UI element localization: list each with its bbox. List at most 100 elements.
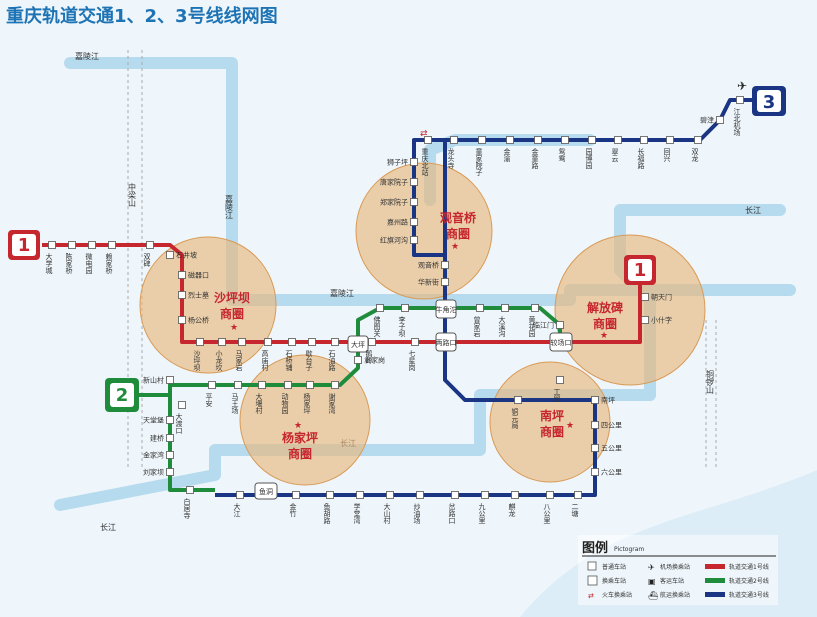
station-label: 李子坝: [398, 315, 406, 338]
station-label: 天堂堡: [143, 416, 164, 425]
circle-label-guanyinqiao-2: 商圈: [446, 226, 470, 241]
station-label: 石油路: [328, 350, 336, 372]
station-label: 大渡口: [175, 412, 183, 434]
legend-ship-icon: ⛴: [648, 591, 658, 600]
station-label: 唐家院子: [380, 178, 408, 187]
station-label: 大江: [233, 502, 241, 518]
station-marker: [506, 136, 514, 144]
legend-line3-swatch: [705, 592, 725, 597]
legend-item-bus: 客运车站: [660, 577, 684, 585]
station-label: 小什字: [651, 316, 672, 325]
legend: 图例 Pictogram 普通车站 换乘车站 ⇄ 火车换乘站 ✈ 机场换乘站 ▣…: [578, 535, 778, 605]
station-label: 陈家桥: [65, 252, 73, 275]
line3-badge: 3: [752, 86, 786, 116]
station-label: 岔路口: [448, 502, 456, 524]
transfer-niujiaotuo: [435, 299, 457, 319]
legend-airplane-icon: ✈: [648, 563, 655, 572]
station-marker: [108, 241, 116, 249]
station-marker: [178, 291, 186, 299]
circle-label-jiefangbei-2: 商圈: [593, 316, 617, 331]
station-label: 金童路: [531, 147, 539, 170]
station-label: 郑家院子: [380, 198, 408, 207]
station-label: 八公里: [543, 503, 551, 524]
station-label: 麒龙: [508, 502, 516, 518]
station-label: 小龙坎: [215, 349, 223, 372]
station-markers: 大学城陈家桥微电园赖家桥双碑石井坡磁器口烈士墓杨公桥沙坪坝小龙坎马家岩高庙村石桥…: [45, 96, 744, 525]
station-marker: [441, 278, 449, 286]
line3-badge-text: 3: [763, 92, 776, 113]
station-label: 石桥铺: [285, 350, 293, 372]
station-marker: [591, 396, 599, 404]
station-marker: [534, 136, 542, 144]
line1-badge-text: 1: [18, 235, 31, 256]
station-label: 狮子坪: [387, 159, 408, 167]
station-label: 马王场: [231, 393, 239, 415]
station-label: 烈士墓: [188, 291, 209, 300]
station-marker: [196, 338, 204, 346]
legend-item-line3: 轨道交通3号线: [729, 591, 769, 599]
station-marker: [178, 271, 186, 279]
circle-guanyinqiao: [355, 162, 493, 300]
transfer-jiaochangkou: [549, 332, 573, 352]
station-marker: [588, 136, 596, 144]
station-label: 赖家桥: [105, 252, 113, 275]
transfer-label-jiaochangkou: 较场口: [551, 338, 572, 347]
station-marker: [186, 486, 194, 494]
station-marker: [288, 338, 296, 346]
station-label: 双碑: [143, 253, 151, 268]
station-marker: [166, 376, 174, 384]
station-marker: [386, 491, 394, 499]
station-marker: [401, 304, 409, 312]
station-marker: [546, 491, 554, 499]
station-marker: [641, 316, 649, 324]
station-marker: [481, 491, 489, 499]
river-label-jialing-mid: 嘉陵江: [225, 194, 234, 220]
station-label: 金家湾: [143, 451, 164, 460]
station-marker: [238, 338, 246, 346]
transfer-stations: 牛角沱 两路口 较场口 大坪 鱼洞: [254, 299, 573, 500]
circle-label-guanyinqiao-1: 观音桥: [440, 210, 477, 225]
legend-line2-swatch: [705, 578, 725, 583]
line1-badge: 1: [8, 230, 40, 260]
station-marker: [410, 158, 418, 166]
station-marker: [236, 491, 244, 499]
station-label: 金竹: [289, 502, 297, 518]
station-label: 马家岩: [235, 350, 243, 372]
station-marker: [614, 136, 622, 144]
station-label: 二塘: [571, 503, 579, 518]
legend-item-line1: 轨道交通1号线: [729, 563, 769, 571]
legend-normal-station-icon: [587, 561, 597, 571]
circle-jiefangbei: [554, 234, 706, 386]
station-marker: [561, 136, 569, 144]
transfer-lianglukou: [435, 332, 457, 352]
station-marker: [476, 304, 484, 312]
circle-label-nanping-2: 商圈: [540, 424, 564, 439]
station-label: 高庙村: [261, 349, 269, 371]
station-marker: [146, 241, 154, 249]
legend-subtitle: Pictogram: [614, 546, 644, 553]
station-marker: [258, 381, 266, 389]
station-marker: [591, 444, 599, 452]
circle-label-yangjiaping-2: 商圈: [288, 446, 312, 461]
legend-item-airport: 机场换乘站: [660, 563, 690, 571]
station-label: 朝天门: [651, 293, 672, 302]
legend-title: 图例: [582, 540, 608, 556]
legend-line1-swatch: [705, 564, 725, 569]
station-marker: [511, 491, 519, 499]
line2-main: [168, 306, 562, 395]
circle-label-shapingba-2: 商圈: [220, 306, 244, 321]
legend-transfer-station-icon: [587, 575, 598, 586]
station-marker: [514, 396, 522, 404]
circle-label-shapingba-1: 沙坪坝: [214, 291, 250, 305]
station-label: 建桥: [150, 434, 164, 443]
station-marker: [416, 491, 424, 499]
station-label: 南坪: [601, 396, 615, 405]
airplane-icon: ✈: [737, 79, 747, 93]
station-label: 金渝: [503, 147, 511, 163]
station-marker: [591, 421, 599, 429]
station-marker: [48, 241, 56, 249]
station-marker: [308, 338, 316, 346]
station-label: 白居寺: [183, 497, 191, 519]
station-marker: [424, 136, 432, 144]
transfer-label-lianglukou: 两路口: [436, 338, 457, 347]
